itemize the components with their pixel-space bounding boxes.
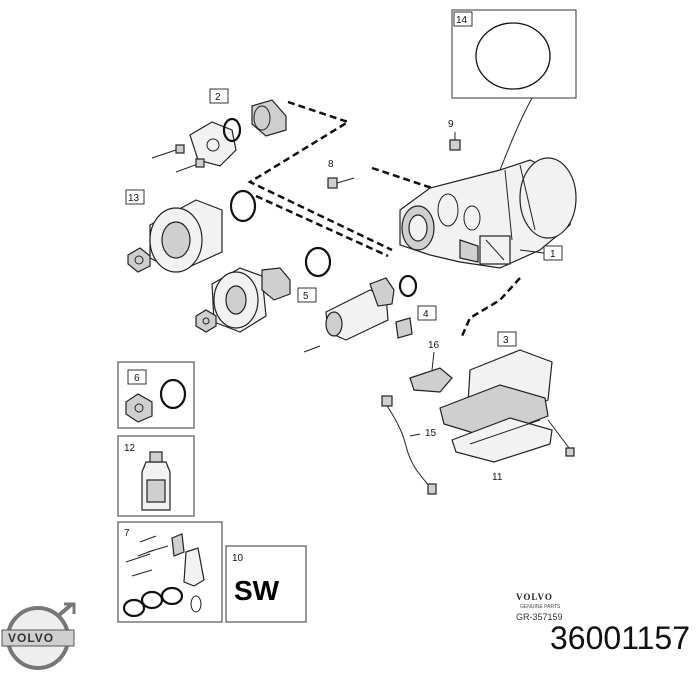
part-8-group: 8 (327, 159, 355, 189)
part-10-inset: 10 SW (225, 545, 307, 623)
label-6: 6 (134, 373, 140, 384)
brand-logo-text: VOLVO (516, 592, 553, 602)
label-3: 3 (503, 335, 509, 346)
part-5-group: 5 (195, 246, 332, 333)
dashed-connector-13 (255, 194, 389, 258)
label-5: 5 (303, 291, 309, 302)
part-number: 36001157 (550, 620, 690, 656)
part-12-inset: 12 (117, 435, 195, 517)
label-9: 9 (448, 119, 454, 130)
part-7-inset: 7 (117, 521, 223, 623)
volvo-logo: VOLVO (1, 602, 76, 670)
label-10: 10 (232, 553, 244, 564)
dashed-connector-8 (371, 166, 433, 190)
genuine-parts-mark: VOLVO GENUINE PARTS GR-357159 (516, 592, 563, 622)
label-1: 1 (550, 249, 556, 260)
label-2: 2 (215, 92, 221, 103)
label-7: 7 (124, 528, 130, 539)
part-15-sensor: 15 (381, 395, 437, 495)
label-14: 14 (456, 15, 468, 26)
part-1-actuator-body: 1 (399, 157, 577, 269)
label-15: 15 (425, 428, 437, 439)
part-6-inset: 6 (117, 361, 195, 429)
brand-subtext: GENUINE PARTS (520, 604, 561, 610)
label-8: 8 (328, 159, 334, 170)
o-ring-14 (475, 22, 551, 90)
part-16-group: 16 (409, 340, 453, 393)
label-12: 12 (124, 443, 136, 454)
dashed-connector-1 (460, 277, 521, 337)
reference-code: GR-357159 (516, 612, 563, 622)
volvo-logo-text: VOLVO (8, 631, 54, 645)
label-4: 4 (423, 309, 429, 320)
part-4-motor: 4 (303, 274, 437, 353)
dashed-connector-2 (247, 100, 393, 252)
label-16: 16 (428, 340, 440, 351)
label-11: 11 (492, 472, 503, 483)
part-9-group: 9 (448, 119, 461, 151)
part-3-11-group: 3 11 (439, 331, 575, 483)
sw-text: SW (234, 575, 280, 606)
part-2-group: 2 (151, 88, 287, 173)
part-14-inset: 14 (451, 9, 577, 99)
part-13-group: 13 (125, 189, 257, 273)
label-13: 13 (128, 193, 140, 204)
